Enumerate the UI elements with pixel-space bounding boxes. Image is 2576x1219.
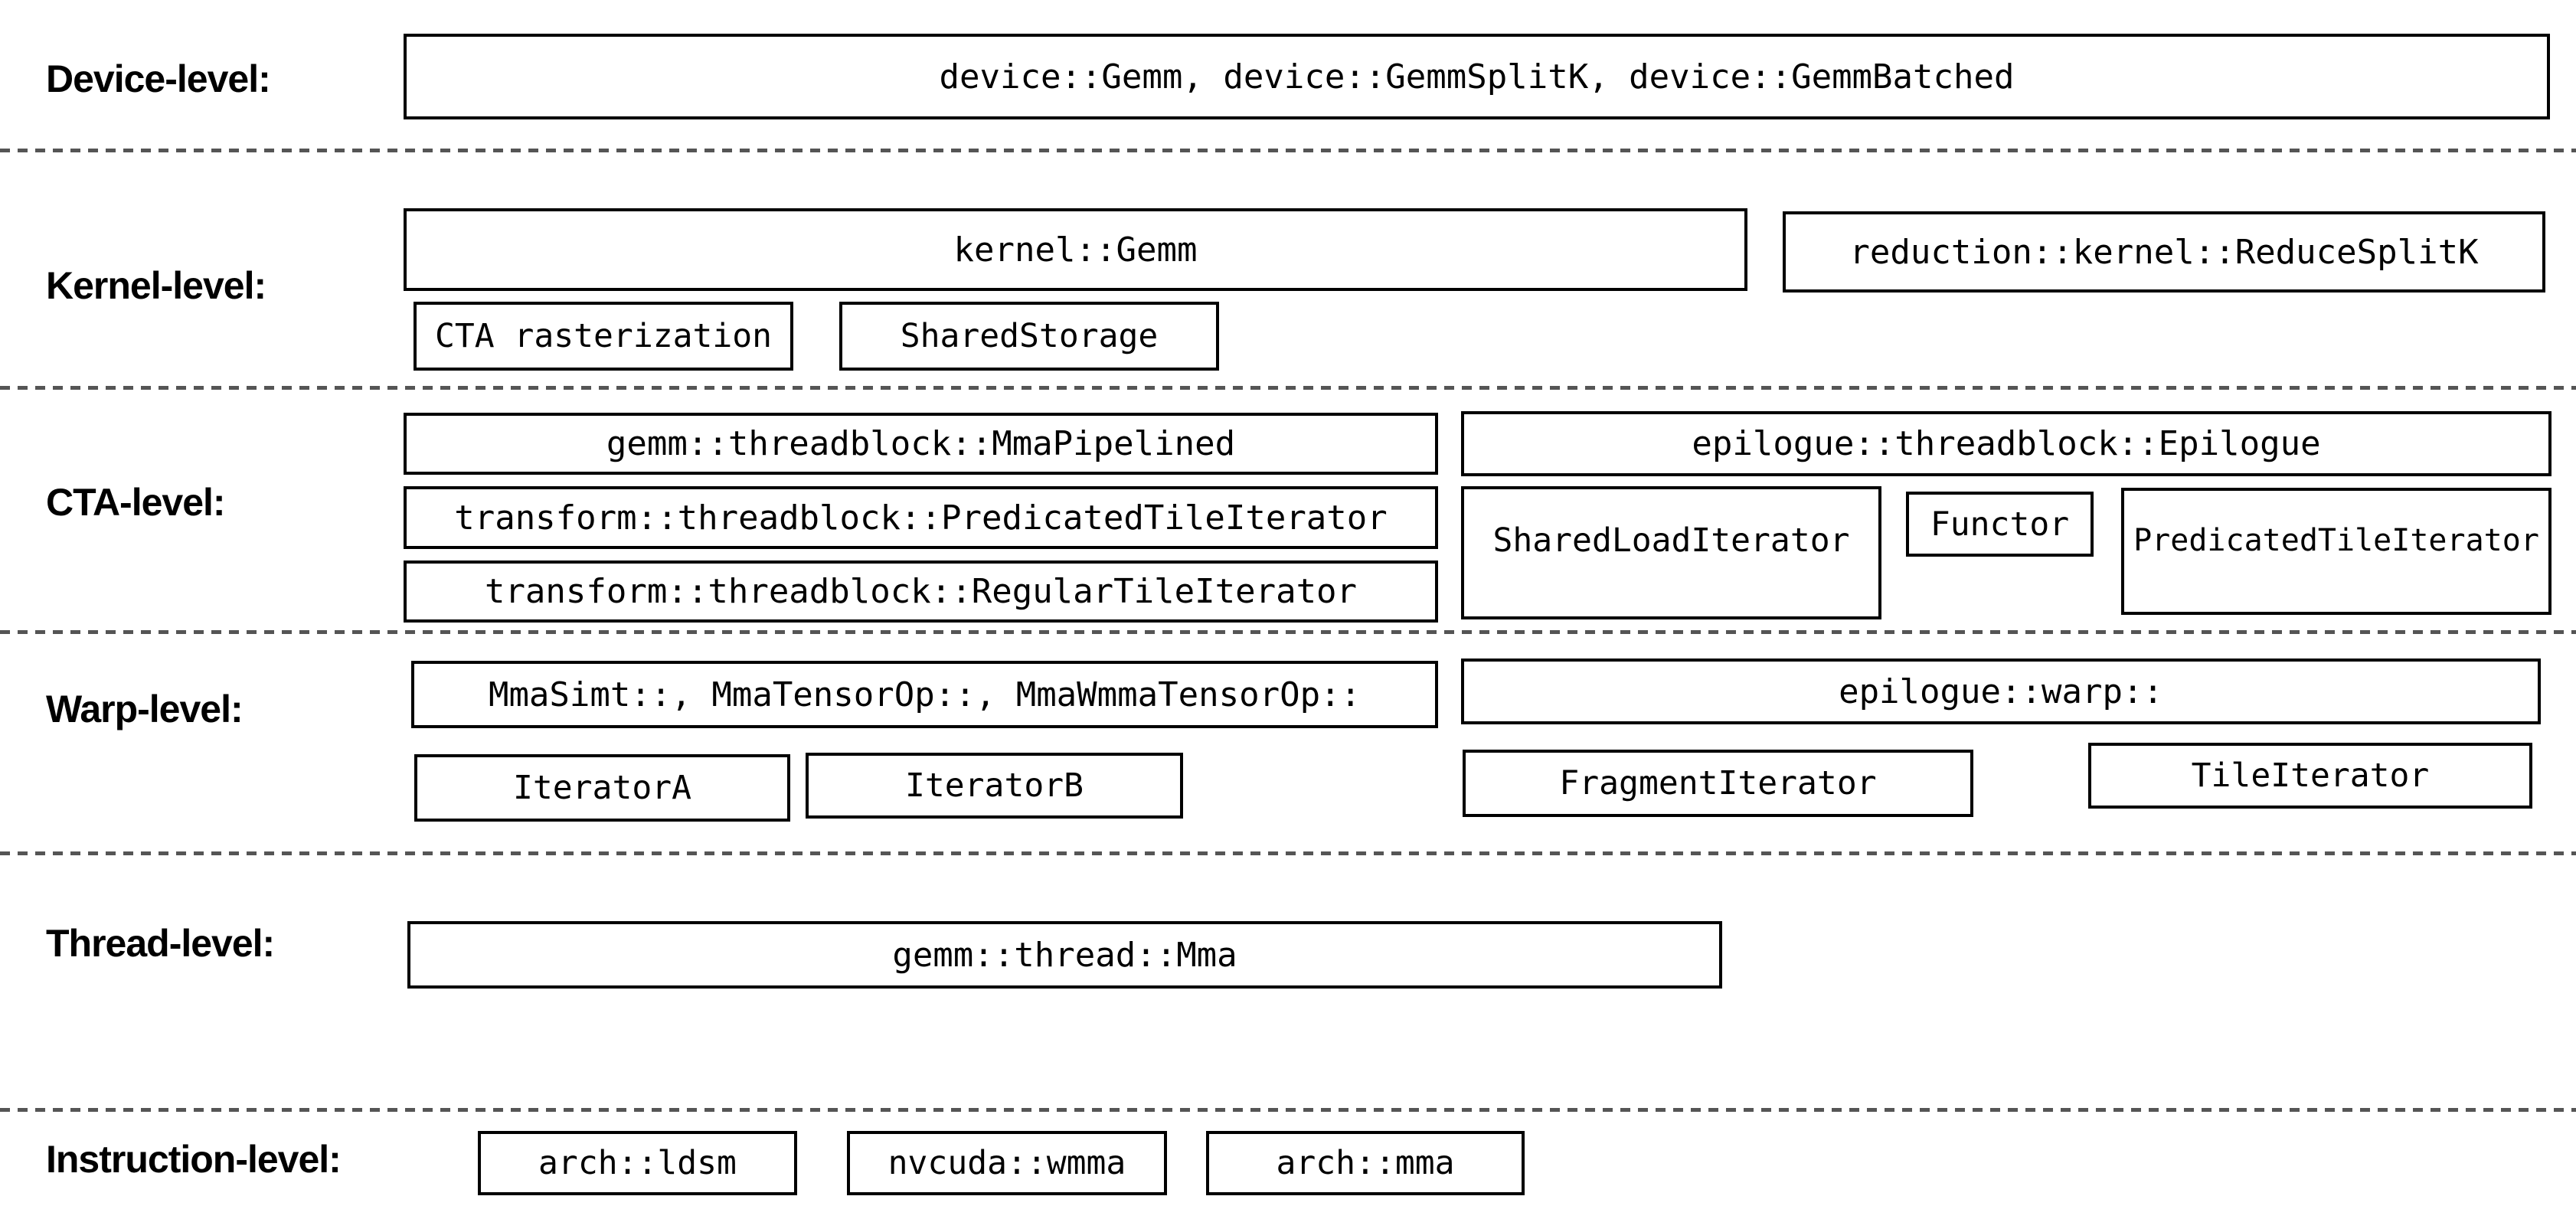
box-nvcuda-wmma-label: nvcuda::wmma [888,1144,1126,1182]
level-label-warp: Warp-level: [46,688,244,730]
box-cta-rasterization-label: CTA rasterization [434,317,773,355]
box-reduce-split-k: reduction::kernel::ReduceSplitK [1783,211,2545,292]
box-tile-iterator: TileIterator [2088,743,2532,809]
separator-line-3 [0,630,2576,634]
box-warp-mma-label: MmaSimt::, MmaTensorOp::, MmaWmmaTensorO… [488,675,1362,714]
box-epilogue-warp-label: epilogue::warp:: [1839,672,2163,711]
separator-line-2 [0,386,2576,390]
box-predicated-tile-iterator-transform: transform::threadblock::PredicatedTileIt… [404,486,1438,549]
box-predicated-tile-iterator-epilogue: PredicatedTileIterator [2121,488,2551,615]
box-arch-ldsm: arch::ldsm [478,1131,797,1195]
box-fragment-iterator-label: FragmentIterator [1559,764,1877,802]
box-arch-ldsm-label: arch::ldsm [538,1144,737,1182]
box-device-gemm-label: device::Gemm, device::GemmSplitK, device… [939,57,2015,96]
box-tile-iterator-label: TileIterator [2191,757,2430,795]
separator-line-1 [0,149,2576,152]
box-thread-mma-label: gemm::thread::Mma [892,935,1237,975]
box-shared-storage: SharedStorage [839,302,1219,371]
box-cta-rasterization: CTA rasterization [414,302,793,371]
box-shared-load-iterator: SharedLoadIterator [1461,486,1881,619]
box-kernel-gemm: kernel::Gemm [404,208,1747,291]
box-shared-storage-label: SharedStorage [900,317,1159,355]
box-mma-pipelined-label: gemm::threadblock::MmaPipelined [606,424,1236,463]
box-device-gemm: device::Gemm, device::GemmSplitK, device… [404,34,2550,119]
box-shared-load-iterator-label: SharedLoadIterator [1492,521,1850,560]
box-epilogue-threadblock: epilogue::threadblock::Epilogue [1461,411,2551,476]
box-predicated-tile-iterator-transform-label: transform::threadblock::PredicatedTileIt… [454,498,1388,538]
box-thread-mma: gemm::thread::Mma [407,921,1722,989]
box-iterator-a-label: IteratorA [513,769,691,807]
level-label-device: Device-level: [46,57,271,100]
box-warp-mma: MmaSimt::, MmaTensorOp::, MmaWmmaTensorO… [411,661,1438,728]
box-epilogue-warp: epilogue::warp:: [1461,659,2541,724]
level-label-instruction: Instruction-level: [46,1138,342,1181]
level-label-cta: CTA-level: [46,481,226,524]
box-predicated-tile-iterator-epilogue-label: PredicatedTileIterator [2133,523,2539,558]
separator-line-4 [0,851,2576,855]
box-kernel-gemm-label: kernel::Gemm [953,230,1198,270]
box-fragment-iterator: FragmentIterator [1463,750,1973,817]
box-iterator-a: IteratorA [414,754,790,822]
box-nvcuda-wmma: nvcuda::wmma [847,1131,1167,1195]
level-label-thread: Thread-level: [46,922,275,965]
box-functor: Functor [1906,492,2094,557]
box-functor-label: Functor [1930,505,2070,544]
box-arch-mma-label: arch::mma [1276,1144,1455,1182]
box-regular-tile-iterator: transform::threadblock::RegularTileItera… [404,560,1438,623]
box-reduce-split-k-label: reduction::kernel::ReduceSplitK [1849,232,2479,272]
box-arch-mma: arch::mma [1206,1131,1525,1195]
box-iterator-b: IteratorB [806,753,1183,819]
box-mma-pipelined: gemm::threadblock::MmaPipelined [404,413,1438,475]
box-regular-tile-iterator-label: transform::threadblock::RegularTileItera… [484,572,1358,611]
box-iterator-b-label: IteratorB [905,766,1084,805]
level-label-kernel: Kernel-level: [46,264,266,307]
box-epilogue-threadblock-label: epilogue::threadblock::Epilogue [1692,424,2321,463]
separator-line-5 [0,1108,2576,1112]
